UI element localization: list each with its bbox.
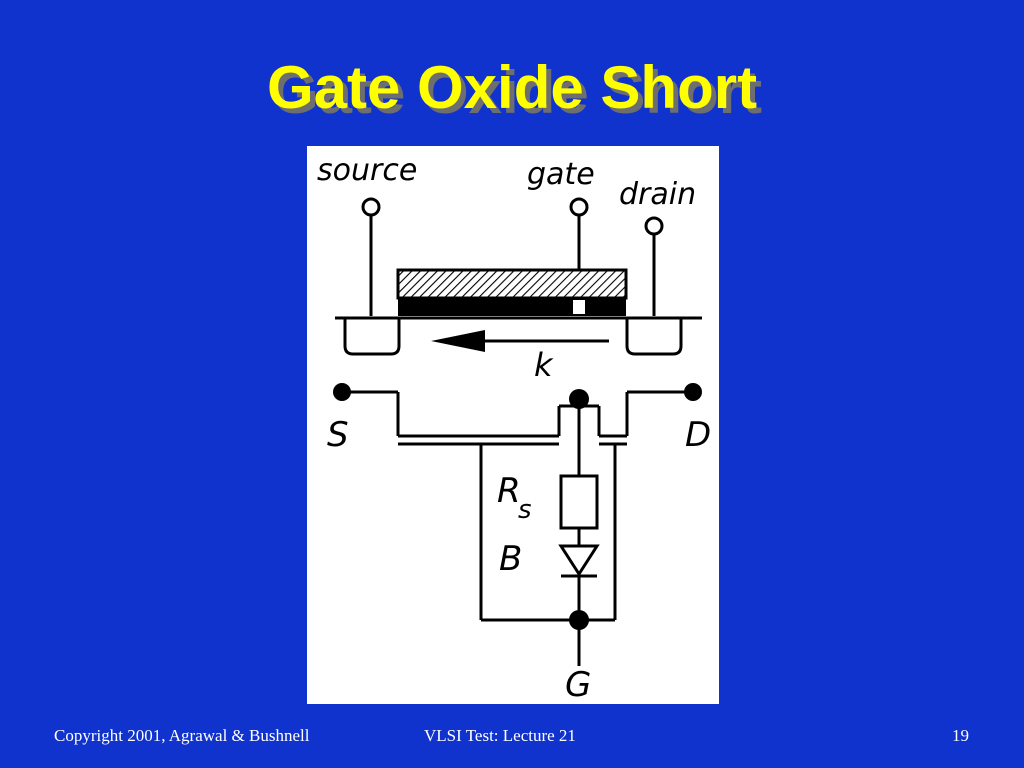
gate-oxide [398,298,626,316]
slide-title: Gate Oxide Short [266,54,758,121]
diagram-svg: source gate drain k [317,153,711,704]
source-terminal [361,197,381,316]
drain-label: drain [619,177,696,212]
drain-terminal [644,216,664,316]
polysilicon-gate [396,268,628,300]
drain-node [684,383,702,401]
circuit-wires [342,390,693,666]
gate-terminal [569,197,589,270]
g-label: G [565,665,591,704]
footer-page-number: 19 [952,726,969,745]
r-label: R [497,471,521,511]
footer-course: VLSI Test: Lecture 21 [424,726,576,745]
b-label: B [499,539,522,579]
oxide-short-defect [573,300,585,314]
source-node [333,383,351,401]
gate-oxide-short-diagram: source gate drain k [307,146,719,704]
d-label: D [685,415,711,455]
r-subscript-label: s [518,495,532,525]
diode-b [558,544,600,578]
footer-copyright: Copyright 2001, Agrawal & Bushnell [54,726,310,745]
k-arrow [431,330,609,352]
source-label: source [317,153,417,188]
gate-node [569,389,589,409]
resistor-rs [559,474,599,530]
k-label: k [534,346,554,384]
gate-bottom-node [569,610,589,630]
s-label: S [327,415,349,455]
gate-label: gate [527,157,595,192]
substrate-surface [335,316,702,356]
